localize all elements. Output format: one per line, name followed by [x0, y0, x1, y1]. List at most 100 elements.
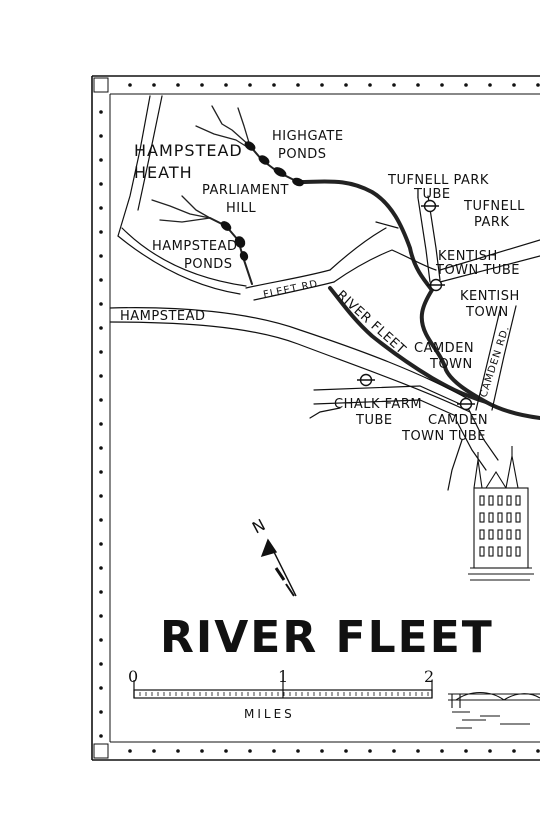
border-dot — [99, 398, 103, 402]
map-title: RIVER FLEET — [160, 612, 494, 663]
border-dot — [416, 749, 420, 753]
cathedral-window — [479, 512, 485, 523]
border-dot — [200, 749, 204, 753]
border-dot — [99, 686, 103, 690]
cathedral-window — [506, 512, 512, 523]
label-highgate-ponds: HIGHGATE PONDS — [272, 129, 348, 162]
border-dot — [152, 749, 156, 753]
border-dot — [464, 83, 468, 87]
compass-north-label: N — [249, 515, 269, 538]
scale-tick-2: 2 — [424, 667, 434, 686]
border-dot — [152, 83, 156, 87]
border-dot — [99, 470, 103, 474]
border-dot — [248, 83, 252, 87]
label-hampstead-ponds: HAMPSTEAD PONDS — [152, 239, 242, 272]
border-dot — [512, 749, 516, 753]
border-dot — [320, 749, 324, 753]
border-dot — [99, 158, 103, 162]
cathedral-window — [506, 529, 512, 540]
border-dot — [99, 182, 103, 186]
cathedral-window — [488, 512, 494, 523]
border-dot — [99, 542, 103, 546]
cathedral-window — [488, 546, 494, 557]
border-dot — [536, 83, 540, 87]
cathedral-window — [488, 529, 494, 540]
border-dot — [224, 83, 228, 87]
border-dot — [272, 749, 276, 753]
label-chalk-farm-tube: CHALK FARM TUBE — [334, 397, 427, 428]
ponds — [220, 141, 304, 261]
border-dot — [368, 83, 372, 87]
border-dot — [99, 446, 103, 450]
border-dot — [368, 749, 372, 753]
border-dots — [99, 83, 540, 753]
border-dot — [344, 83, 348, 87]
border-dot — [176, 83, 180, 87]
border-dot — [99, 326, 103, 330]
cathedral-illustration — [468, 446, 534, 581]
label-tufnell-park-tube: TUFNELL PARK TUBE — [387, 173, 494, 202]
border-dot — [99, 590, 103, 594]
border-dot — [99, 278, 103, 282]
cathedral-window — [497, 529, 503, 540]
label-camden-town-tube: CAMDEN TOWN TUBE — [401, 413, 493, 444]
tube-station-icon — [357, 373, 375, 387]
border-dot — [128, 83, 132, 87]
label-kentish-town-tube: KENTISH TOWN TUBE — [435, 249, 520, 278]
border-dot — [99, 518, 103, 522]
border-dot — [224, 749, 228, 753]
border-dot — [99, 734, 103, 738]
border-dot — [392, 749, 396, 753]
border-dot — [99, 494, 103, 498]
cathedral-window — [479, 546, 485, 557]
border-dot — [536, 749, 540, 753]
cathedral-window — [506, 546, 512, 557]
cathedral-window — [506, 495, 512, 506]
scale-tick-1: 1 — [278, 667, 288, 686]
border-dot — [272, 83, 276, 87]
border-dot — [488, 83, 492, 87]
border-dot — [99, 350, 103, 354]
label-camden-rd: CAMDEN RD. — [478, 324, 512, 399]
border-dot — [488, 749, 492, 753]
border-dot — [99, 566, 103, 570]
label-hampstead: HAMPSTEAD — [120, 309, 206, 324]
map-border — [91, 75, 540, 761]
label-camden-town: CAMDEN TOWN — [414, 341, 479, 372]
border-dot — [99, 662, 103, 666]
scale-unit-label: MILES — [244, 707, 295, 721]
roads — [109, 95, 540, 491]
tube-stations — [357, 199, 475, 411]
border-dot — [99, 302, 103, 306]
border-dot — [248, 749, 252, 753]
border-dot — [392, 83, 396, 87]
cathedral-window — [515, 546, 521, 557]
cathedral-window — [515, 495, 521, 506]
border-dot — [296, 83, 300, 87]
label-river-fleet: RIVER FLEET — [333, 288, 408, 358]
border-dot — [440, 749, 444, 753]
tube-station-icon — [457, 397, 475, 411]
border-dot — [99, 230, 103, 234]
scale-bar: 0 1 2 MILES — [128, 667, 434, 721]
compass-arrow-icon — [260, 538, 297, 597]
border-dot — [464, 749, 468, 753]
cathedral-window — [515, 529, 521, 540]
border-dot — [344, 749, 348, 753]
label-hampstead-heath: HAMPSTEAD HEATH — [134, 141, 249, 182]
border-dot — [200, 83, 204, 87]
border-dot — [440, 83, 444, 87]
label-fleet-rd: FLEET RD — [262, 279, 319, 301]
tube-station-icon — [421, 199, 439, 213]
border-dot — [99, 206, 103, 210]
cathedral-window — [497, 546, 503, 557]
tube-station-icon — [427, 278, 445, 292]
cathedral-window — [479, 495, 485, 506]
border-dot — [99, 422, 103, 426]
border-dot — [99, 614, 103, 618]
label-kentish-town: KENTISH TOWN — [460, 289, 524, 320]
bridge-illustration — [448, 691, 540, 729]
border-dot — [99, 374, 103, 378]
border-dot — [99, 638, 103, 642]
